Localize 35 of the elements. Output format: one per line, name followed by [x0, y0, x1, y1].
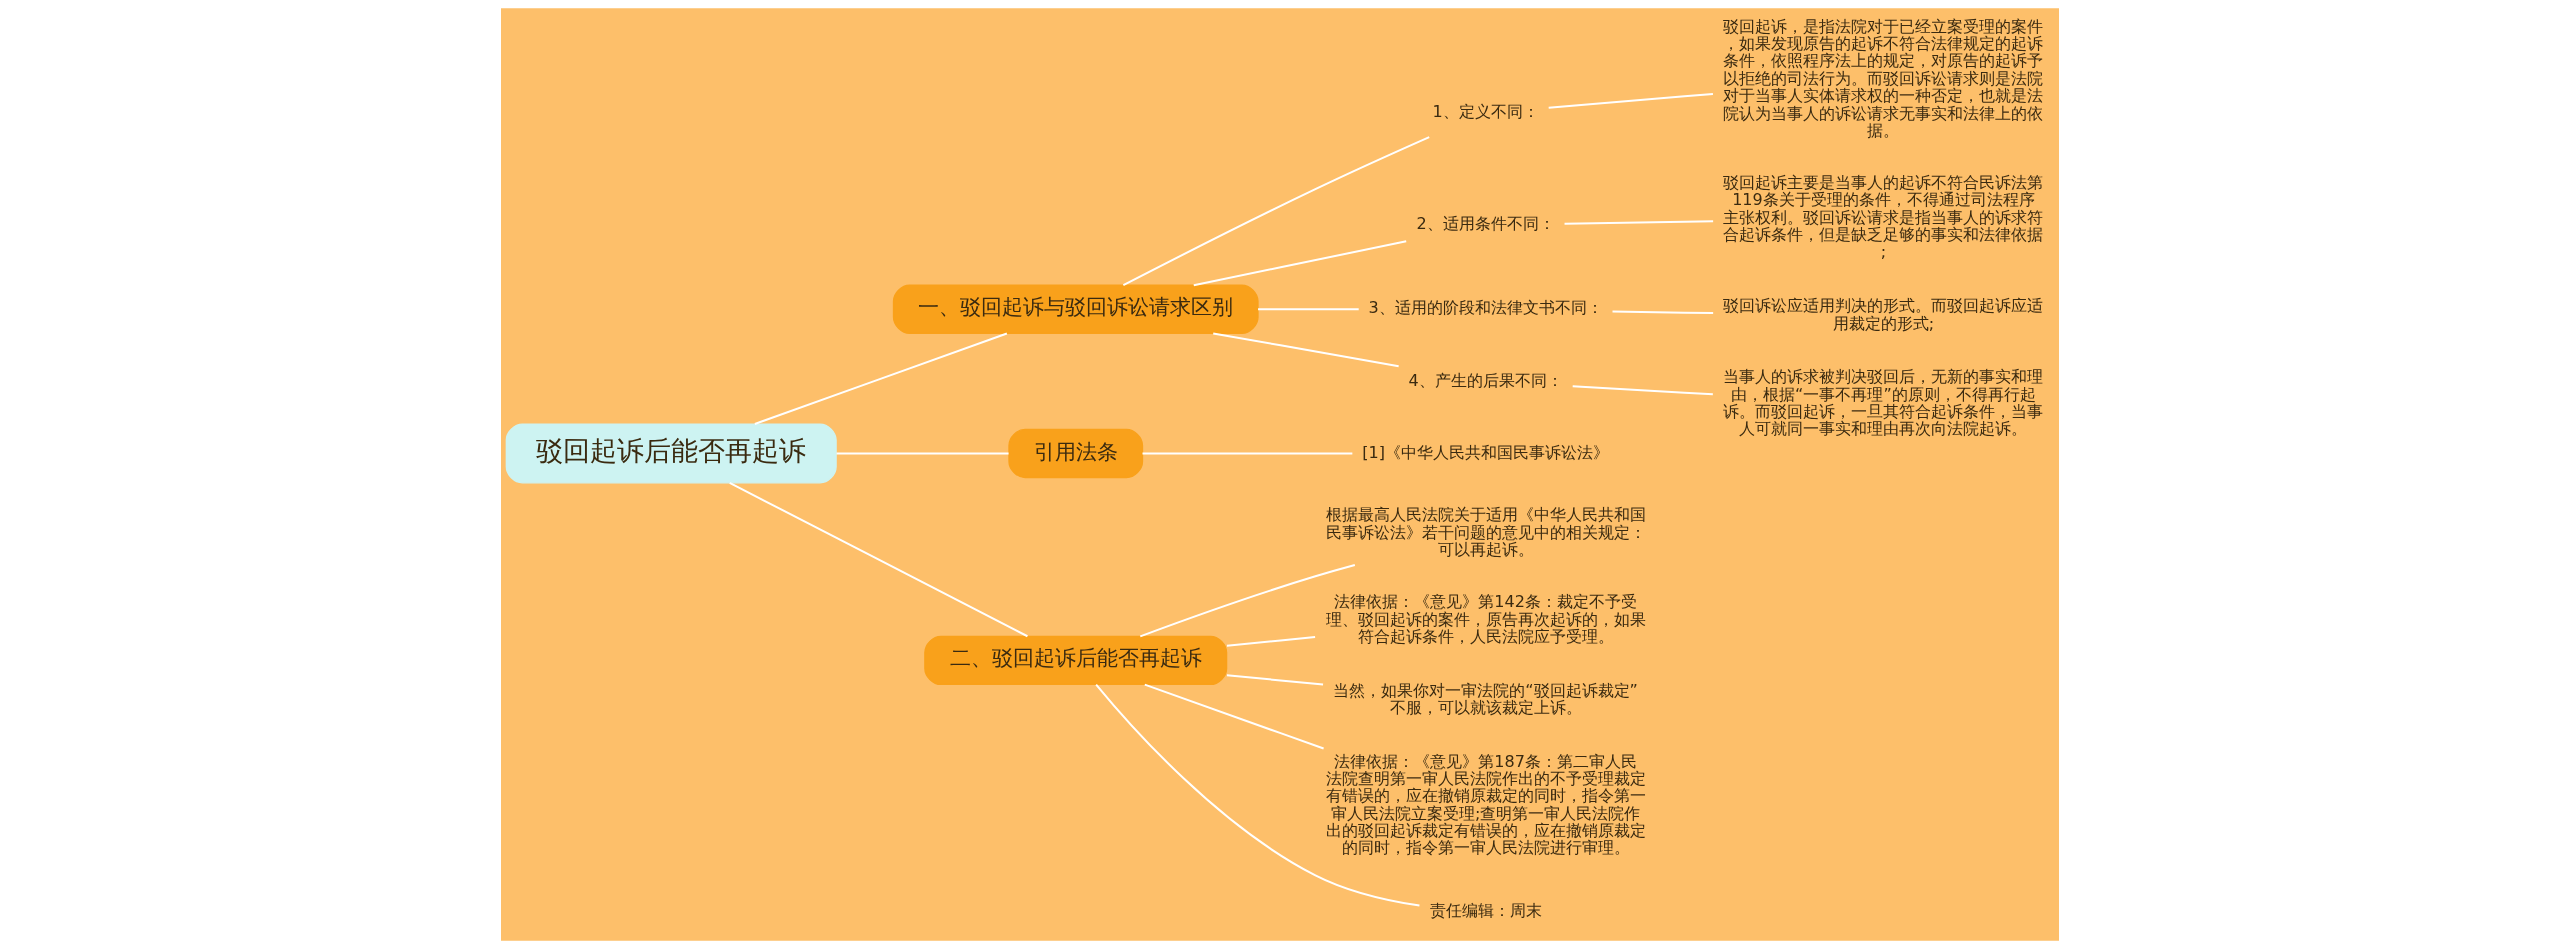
node-text: 法律依据：《意见》第142条：裁定不予受理、驳回起诉的案件，原告再次起诉的，如果符合起诉条件，人民法院应予受理。	[1325, 592, 1646, 646]
node-box: 驳回起诉后能否再起诉	[505, 423, 837, 484]
node-text: 驳回起诉主要是当事人的起诉不符合民诉法第119条关于受理的条件，不得通过司法程序主张权利。驳回诉讼请求是指当事人的诉求符合起诉条件，但是缺乏足够的事实和法律依据;	[1723, 172, 2044, 262]
node-text: [1]《中华人民共和国民事诉讼法》	[1362, 442, 1609, 462]
connector	[1141, 452, 1354, 455]
connector	[1143, 683, 1325, 750]
node-text: 驳回起诉，是指法院对于已经立案受理的案件，如果发现原告的起诉不符合法律规定的起诉条件，依照程序法上的规定，对原告的起诉予以拒绝的司法行为。而驳回诉讼请求则是法院对于当事人实体请求权的一种否定，也就是法院认为当事人的诉讼请求无事实和法律上的依据。	[1723, 16, 2044, 140]
connector	[1122, 136, 1431, 287]
connector	[1192, 240, 1408, 287]
node-text: 当事人的诉求被判决驳回后，无新的事实和理由，根据“一事不再理”的原则，不得再行起诉。而驳回起诉，一旦其符合起诉条件，当事人可就同一事实和理由再次向法院起诉。	[1723, 367, 2044, 439]
connector	[1225, 674, 1325, 686]
node-text: 2、适用条件不同：	[1416, 214, 1555, 234]
node-text: 驳回诉讼应适用判决的形式。而驳回起诉应适用裁定的形式;	[1723, 296, 2044, 333]
node-text: 3、适用的阶段和法律文书不同：	[1368, 298, 1603, 318]
node-box: 一、驳回起诉与驳回诉讼请求区别	[892, 284, 1259, 334]
node-text: 4、产生的后果不同：	[1408, 370, 1563, 390]
connector	[1095, 683, 1421, 907]
connector	[1563, 220, 1715, 225]
connector	[1257, 308, 1360, 311]
connector	[1547, 92, 1714, 109]
node-text: 责任编辑：周末	[1429, 900, 1542, 920]
node-text: 法律依据：《意见》第187条：第二审人民法院查明第一审人民法院作出的不予受理裁定有错误的，应在撤销原裁定的同时，指令第一审人民法院立案受理;查明第一审人民法院作出的驳回起诉裁定有错误的，应在撤销原裁定的同时，指令第一审人民法院进行审理。	[1325, 751, 1646, 858]
node-text: 根据最高人民法院关于适用《中华人民共和国民事诉讼法》若干问题的意见中的相关规定：可以再起诉。	[1325, 505, 1646, 560]
connector	[835, 452, 1010, 455]
connector	[1139, 564, 1356, 638]
connector	[1225, 636, 1317, 647]
node-text: 当然，如果你对一审法院的“驳回起诉裁定”不服，可以就该裁定上诉。	[1333, 680, 1638, 718]
node-box: 引用法条	[1008, 428, 1144, 479]
node-box: 二、驳回起诉后能否再起诉	[924, 635, 1228, 686]
connector	[1611, 310, 1715, 315]
connector	[1212, 332, 1400, 368]
connector	[1571, 385, 1714, 396]
connector	[728, 481, 1029, 638]
node-text: 1、定义不同：	[1432, 102, 1539, 122]
connector	[753, 332, 1008, 425]
